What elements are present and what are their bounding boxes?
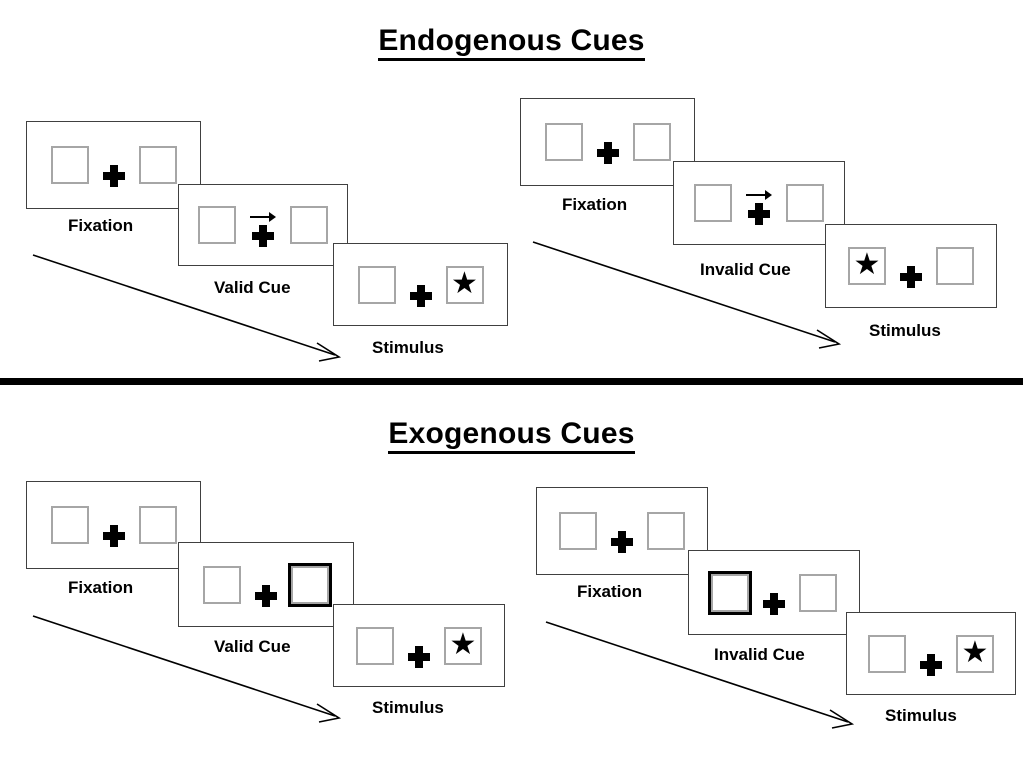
panel-exogenous-valid-fixation [26,481,201,569]
label-endogenous-invalid-fixation: Fixation [562,195,628,214]
fixation-cross-group [102,143,125,187]
box-left [203,565,241,604]
star-icon: ★ [451,266,478,300]
panel-endogenous-invalid-cue [673,161,845,245]
box-right [632,123,671,161]
fixation-cross-icon [920,653,942,676]
panel-endogenous-invalid-stimulus: ★ [825,224,997,308]
panel-exogenous-valid-stimulus: ★ [333,604,505,687]
label-endogenous-valid-stimulus: Stimulus [372,338,444,357]
section-exogenous: Exogenous Cues Fixation Valid Cue [0,392,1023,767]
box-left [694,184,732,222]
fixation-cross-group [408,624,430,668]
fixation-cross-group [102,503,125,547]
fixation-cross-icon [596,142,619,164]
box-right [936,247,974,285]
box-left [559,512,597,550]
label-exogenous-invalid-fixation: Fixation [577,582,643,601]
box-right: ★ [445,265,484,304]
label-endogenous-invalid-cue: Invalid Cue [700,260,791,279]
panel-endogenous-valid-cue [178,184,348,266]
panel-endogenous-invalid-fixation [520,98,695,186]
fixation-cross-icon [102,165,125,187]
fixation-cross-group [611,509,633,553]
fixation-cross-group [596,120,619,164]
arrow-right-icon [250,211,276,223]
box-right [290,206,328,244]
fixation-cross-icon [611,531,633,553]
section-divider [0,378,1023,385]
box-left [357,265,396,304]
star-icon: ★ [961,635,989,669]
fixation-cross-icon [408,645,430,668]
panel-endogenous-valid-fixation [26,121,201,209]
cue-arrow-group [250,203,276,247]
box-right-highlighted [288,562,332,607]
label-exogenous-valid-cue: Valid Cue [214,637,291,656]
fixation-cross-icon [255,584,277,607]
box-right [786,184,824,222]
box-left: ★ [848,247,886,285]
fixation-cross-group [900,244,922,288]
fixation-cross-icon [900,266,922,288]
fixation-cross-group [920,632,942,676]
section-title-exogenous-text: Exogenous Cues [388,417,635,454]
panel-exogenous-invalid-fixation [536,487,708,575]
box-left-highlighted [708,570,752,615]
fixation-cross-group [409,263,432,307]
panel-exogenous-invalid-cue [688,550,860,635]
panel-exogenous-invalid-stimulus: ★ [846,612,1016,695]
box-left [198,206,236,244]
label-exogenous-valid-stimulus: Stimulus [372,698,444,717]
star-icon: ★ [853,248,881,281]
label-exogenous-invalid-cue: Invalid Cue [714,645,805,664]
fixation-cross-group [255,563,277,607]
box-left [50,506,89,544]
panel-endogenous-valid-stimulus: ★ [333,243,508,326]
flow-arrow-endogenous-invalid [532,241,842,349]
star-icon: ★ [449,627,477,661]
label-endogenous-invalid-stimulus: Stimulus [869,321,941,340]
label-endogenous-valid-fixation: Fixation [68,216,134,235]
box-right [799,573,837,612]
box-right [647,512,685,550]
section-endogenous: Endogenous Cues Fixation Valid Cue [0,24,1023,362]
label-exogenous-valid-fixation: Fixation [68,578,134,597]
fixation-cross-icon [252,225,274,247]
panel-exogenous-valid-cue [178,542,354,627]
box-right [138,146,177,184]
fixation-cross-icon [102,525,125,547]
label-endogenous-valid-cue: Valid Cue [214,278,291,297]
box-right [138,506,177,544]
fixation-cross-icon [748,203,770,225]
box-left [356,626,394,665]
box-right: ★ [444,626,482,665]
box-left [544,123,583,161]
box-left [868,634,906,673]
section-title-exogenous: Exogenous Cues [0,417,1023,454]
fixation-cross-group [763,571,785,615]
section-title-endogenous: Endogenous Cues [0,24,1023,61]
cue-arrow-group [746,181,772,225]
arrow-right-icon [746,189,772,201]
section-title-endogenous-text: Endogenous Cues [378,24,645,61]
fixation-cross-icon [763,592,785,615]
box-right: ★ [956,634,994,673]
label-exogenous-invalid-stimulus: Stimulus [885,706,957,725]
box-left [50,146,89,184]
fixation-cross-icon [409,284,432,307]
